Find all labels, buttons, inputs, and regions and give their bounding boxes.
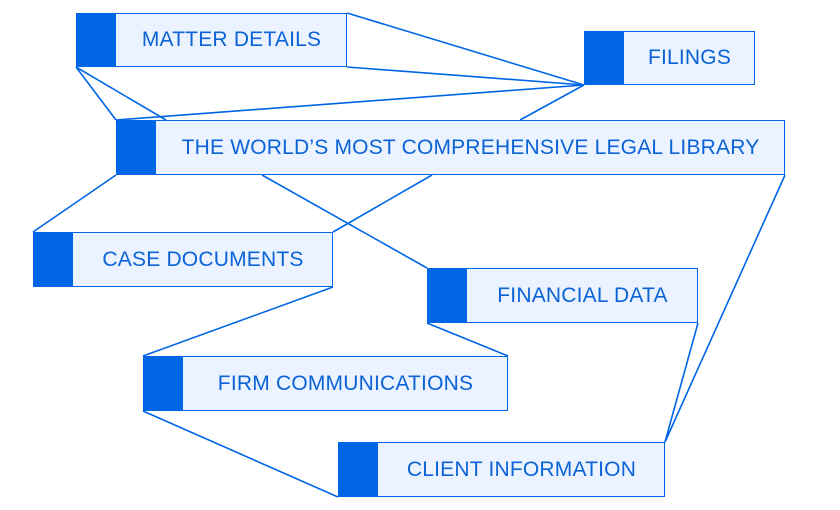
node-case-documents: CASE DOCUMENTS [33,232,333,287]
node-tab [76,13,116,67]
node-matter-details: MATTER DETAILS [76,13,347,67]
node-tab [427,268,467,323]
node-firm-communications: FIRM COMMUNICATIONS [143,356,508,411]
node-tab [143,356,183,411]
connector-line [32,174,117,233]
node-financial-data: FINANCIAL DATA [427,268,698,323]
node-filings: FILINGS [584,31,755,85]
connector-line [261,174,428,269]
connector-line [75,66,117,121]
connector-line [664,174,786,443]
node-label: CLIENT INFORMATION [406,457,637,481]
connector-line [519,84,585,121]
node-label: CASE DOCUMENTS [102,247,304,271]
node-label: FILINGS [647,46,732,69]
connector-line [664,322,699,443]
node-client-information: CLIENT INFORMATION [338,442,665,497]
node-label: THE WORLD’S MOST COMPREHENSIVE LEGAL LIB… [181,135,760,159]
node-tab [584,31,624,85]
node-label: FIRM COMMUNICATIONS [217,371,474,395]
connector-line [426,322,509,357]
connector-line [332,174,433,233]
node-tab [116,120,156,175]
connector-line [142,286,334,357]
node-tab [338,442,378,497]
connector-line [75,66,167,121]
connector-line [115,84,585,121]
node-legal-library: THE WORLD’S MOST COMPREHENSIVE LEGAL LIB… [116,120,785,175]
connector-line [346,66,585,86]
node-tab [33,232,73,287]
connector-line [142,410,339,498]
node-label: FINANCIAL DATA [497,283,668,307]
node-label: MATTER DETAILS [141,28,322,51]
connector-line [346,12,585,86]
